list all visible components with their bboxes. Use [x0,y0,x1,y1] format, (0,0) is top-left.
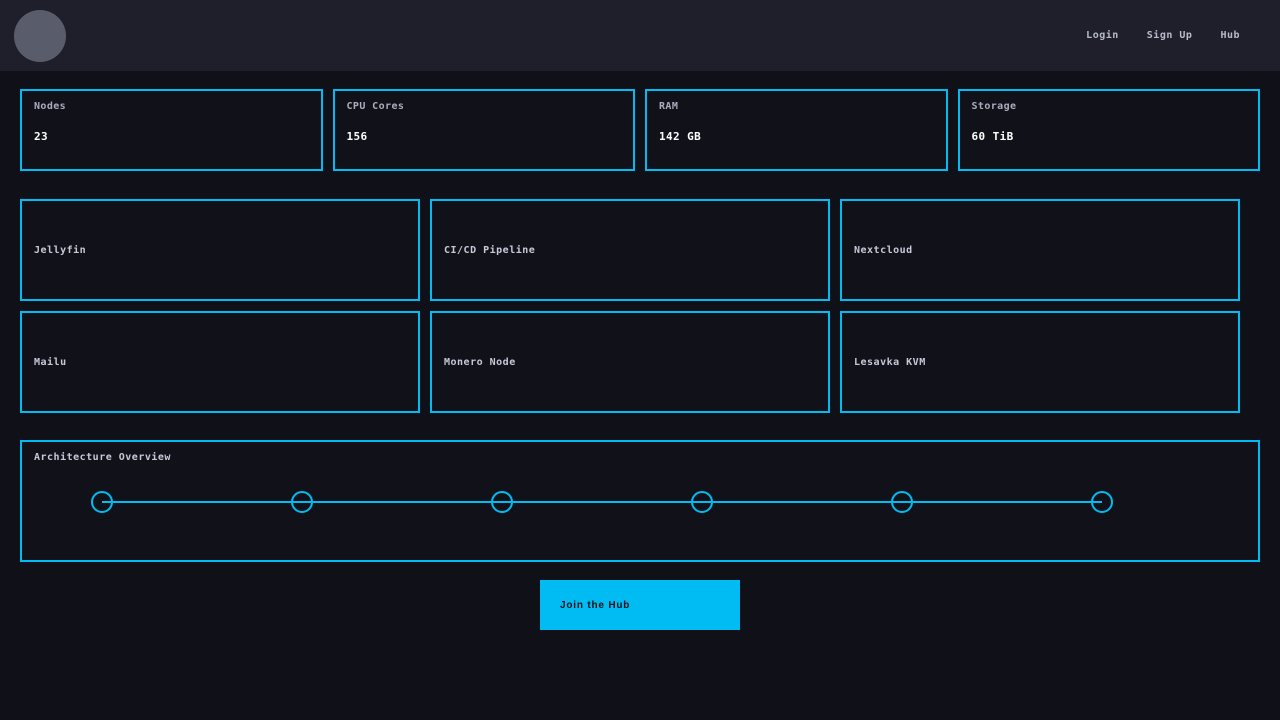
architecture-overview-title: Architecture Overview [34,452,171,463]
stat-card-ram: RAM 142 GB [645,89,948,171]
top-header-bar: Login Sign Up Hub [0,0,1280,71]
service-card-mailu[interactable]: Mailu [20,311,420,413]
stat-card-storage: Storage 60 TiB [957,89,1260,171]
stat-value: 60 TiB [971,130,1014,143]
service-title: Lesavka KVM [854,356,926,368]
join-the-hub-button-label: Join the Hub [560,599,631,611]
stat-value: 23 [34,130,49,143]
architecture-overview-panel: Architecture Overview [20,440,1260,562]
stat-label: Nodes [34,101,67,112]
service-card-nextcloud[interactable]: Nextcloud [840,199,1240,301]
nav-link-sign-up[interactable]: Sign Up [1146,30,1193,41]
architecture-node-5[interactable] [891,491,913,513]
service-title: Mailu [34,356,67,368]
service-card-cicd-pipeline[interactable]: CI/CD Pipeline [430,199,830,301]
stat-value: 156 [346,130,368,143]
service-title: Jellyfin [34,244,87,256]
nav-link-hub[interactable]: Hub [1220,30,1240,41]
service-card-lesavka-kvm[interactable]: Lesavka KVM [840,311,1240,413]
service-card-grid: Jellyfin CI/CD Pipeline Nextcloud Mailu … [20,199,1260,413]
architecture-node-4[interactable] [691,491,713,513]
stat-label: RAM [659,101,679,112]
stats-row: Nodes 23 CPU Cores 156 RAM 142 GB Storag… [20,89,1260,171]
service-title: CI/CD Pipeline [444,244,536,256]
service-card-monero-node[interactable]: Monero Node [430,311,830,413]
avatar-circle-icon[interactable] [14,9,66,62]
architecture-node-diagram [91,491,1113,513]
service-title: Monero Node [444,356,516,368]
architecture-node-1[interactable] [91,491,113,513]
join-the-hub-button[interactable]: Join the Hub [540,580,740,630]
main-navigation: Login Sign Up Hub [1086,30,1240,41]
service-card-jellyfin[interactable]: Jellyfin [20,199,420,301]
stat-card-nodes: Nodes 23 [20,89,323,171]
service-title: Nextcloud [854,244,913,256]
stat-card-cpu-cores: CPU Cores 156 [332,89,635,171]
architecture-node-6[interactable] [1091,491,1113,513]
architecture-node-2[interactable] [291,491,313,513]
architecture-node-3[interactable] [491,491,513,513]
stat-label: CPU Cores [346,101,405,112]
nav-link-login[interactable]: Login [1086,30,1119,41]
stat-label: Storage [971,101,1017,112]
stat-value: 142 GB [659,130,702,143]
